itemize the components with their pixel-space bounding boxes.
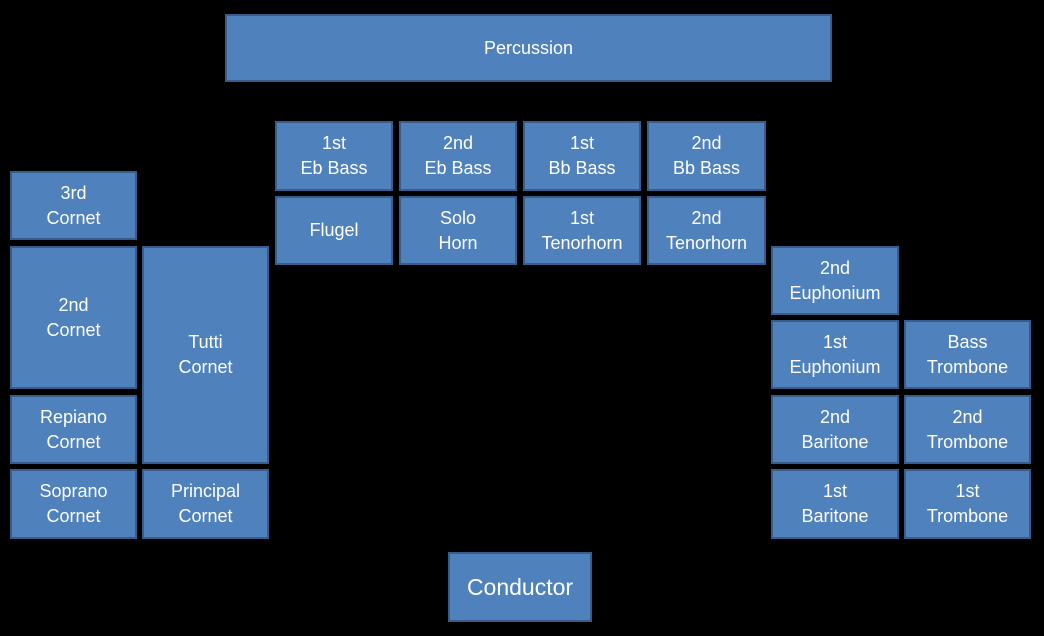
tutti-cornet-line-1: Tutti [188, 332, 223, 352]
third-cornet-line-2: Cornet [46, 207, 101, 228]
conductor-label: Conductor [466, 573, 574, 600]
second-cornet-line-1: 2nd [58, 294, 89, 315]
third-cornet-section: 3rd Cornet [10, 171, 137, 240]
first-trombone-section: 1st Trombone [904, 469, 1031, 539]
repiano-cornet-section: Repiano Cornet [10, 395, 137, 464]
second-eb-bass-line-2: Eb Bass [424, 158, 492, 178]
second-euphonium-line-1: 2nd [819, 257, 851, 278]
soprano-cornet-line-1: Soprano [39, 481, 108, 501]
first-euphonium-line-2: Euphonium [789, 356, 881, 377]
bass-trombone-section: Bass Trombone [904, 320, 1031, 389]
percussion-section: Percussion [225, 14, 832, 82]
second-cornet-section: 2nd Cornet [10, 246, 137, 389]
second-baritone-line-2: Baritone [801, 431, 869, 452]
solo-horn-line-1: Solo [439, 207, 477, 228]
principal-cornet-line-2: Cornet [178, 506, 233, 526]
first-bb-bass-line-2: Bb Bass [548, 158, 616, 178]
third-cornet-line-1: 3rd [60, 182, 87, 203]
flugel-label: Flugel [309, 220, 359, 240]
principal-cornet-section: Principal Cornet [142, 469, 269, 539]
first-euphonium-line-1: 1st [822, 331, 847, 352]
second-tenorhorn-section: 2nd Tenorhorn [647, 196, 766, 265]
second-euphonium-line-2: Euphonium [789, 282, 881, 303]
second-eb-bass-line-1: 2nd [442, 133, 474, 153]
percussion-label: Percussion [483, 37, 574, 58]
second-tenorhorn-line-2: Tenorhorn [665, 232, 748, 253]
tutti-cornet-line-2: Cornet [178, 357, 233, 377]
principal-cornet-line-1: Principal [170, 481, 241, 501]
second-baritone-section: 2nd Baritone [771, 395, 899, 464]
first-euphonium-section: 1st Euphonium [771, 320, 899, 389]
second-tenorhorn-line-1: 2nd [691, 207, 722, 228]
first-tenorhorn-section: 1st Tenorhorn [523, 196, 641, 265]
first-eb-bass-section: 1st Eb Bass [275, 121, 393, 191]
first-bb-bass-section: 1st Bb Bass [523, 121, 641, 191]
bass-trombone-line-2: Trombone [926, 356, 1009, 377]
first-baritone-section: 1st Baritone [771, 469, 899, 539]
second-euphonium-section: 2nd Euphonium [771, 246, 899, 315]
repiano-cornet-line-1: Repiano [39, 406, 108, 427]
bass-trombone-line-1: Bass [947, 331, 988, 352]
solo-horn-section: Solo Horn [399, 196, 517, 265]
solo-horn-line-2: Horn [438, 232, 478, 253]
tutti-cornet-section: Tutti Cornet [142, 246, 269, 464]
second-baritone-line-1: 2nd [819, 406, 851, 427]
second-trombone-line-2: Trombone [926, 431, 1009, 452]
first-trombone-line-1: 1st [955, 481, 980, 501]
first-bb-bass-line-1: 1st [569, 133, 594, 153]
first-eb-bass-line-1: 1st [321, 133, 346, 153]
second-trombone-line-1: 2nd [952, 406, 983, 427]
first-trombone-line-2: Trombone [926, 506, 1009, 526]
repiano-cornet-line-2: Cornet [46, 431, 101, 452]
second-trombone-section: 2nd Trombone [904, 395, 1031, 464]
first-baritone-line-1: 1st [822, 481, 847, 501]
second-cornet-line-2: Cornet [46, 319, 101, 340]
soprano-cornet-section: Soprano Cornet [10, 469, 137, 539]
second-bb-bass-line-1: 2nd [691, 133, 722, 153]
flugel-section: Flugel [275, 196, 393, 265]
first-eb-bass-line-2: Eb Bass [300, 158, 368, 178]
second-bb-bass-line-2: Bb Bass [672, 158, 741, 178]
second-bb-bass-section: 2nd Bb Bass [647, 121, 766, 191]
soprano-cornet-line-2: Cornet [46, 506, 101, 526]
first-tenorhorn-line-1: 1st [569, 207, 594, 228]
first-tenorhorn-line-2: Tenorhorn [541, 232, 623, 253]
second-eb-bass-section: 2nd Eb Bass [399, 121, 517, 191]
first-baritone-line-2: Baritone [801, 506, 869, 526]
conductor-position: Conductor [448, 552, 592, 622]
